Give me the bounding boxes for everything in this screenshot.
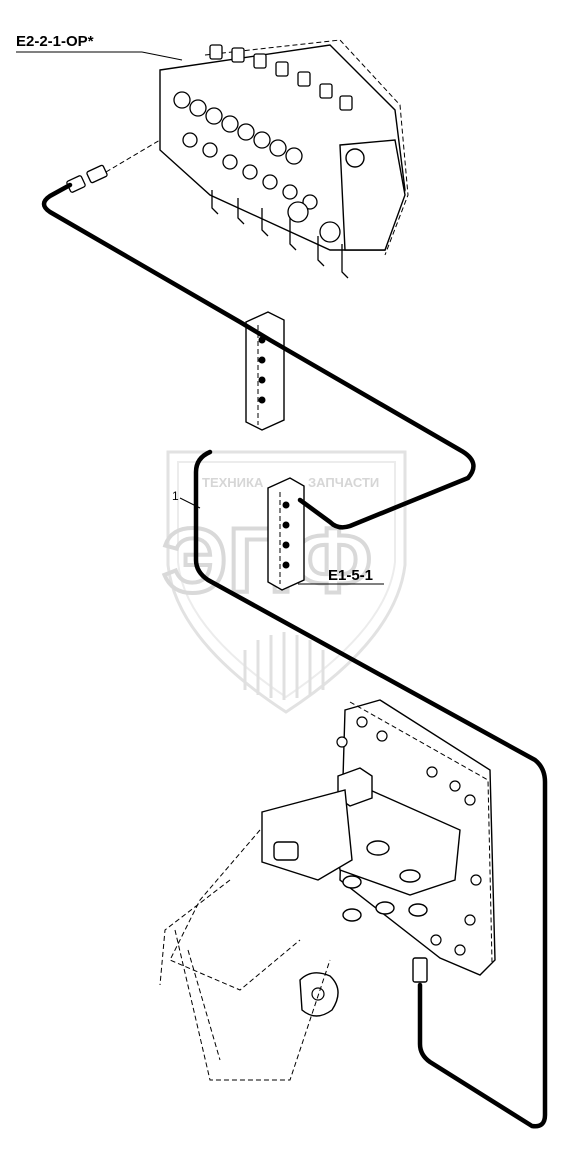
callout-valve-block: E2-2-1-OP* bbox=[16, 33, 183, 61]
label-hose-item: 1 bbox=[172, 489, 179, 503]
hydraulic-hoses bbox=[41, 182, 548, 1129]
valve-fittings bbox=[173, 44, 353, 279]
hose-upper bbox=[41, 182, 476, 530]
control-valve-block bbox=[66, 39, 409, 279]
hose-lower bbox=[193, 449, 548, 1129]
label-valve-block: E2-2-1-OP* bbox=[16, 33, 94, 50]
bulkhead-bracket-lower bbox=[267, 477, 305, 591]
watermark-text-left: ТЕХНИКА bbox=[202, 475, 264, 490]
steering-unit-assembly bbox=[159, 699, 496, 1081]
valve-port-fitting bbox=[66, 164, 108, 193]
callout-bracket: E1-5-1 bbox=[298, 567, 384, 585]
label-bulkhead-bracket: E1-5-1 bbox=[328, 567, 373, 584]
watermark-wheat-icon bbox=[243, 632, 325, 700]
watermark-text-right: ЗАПЧАСТИ bbox=[308, 475, 379, 490]
